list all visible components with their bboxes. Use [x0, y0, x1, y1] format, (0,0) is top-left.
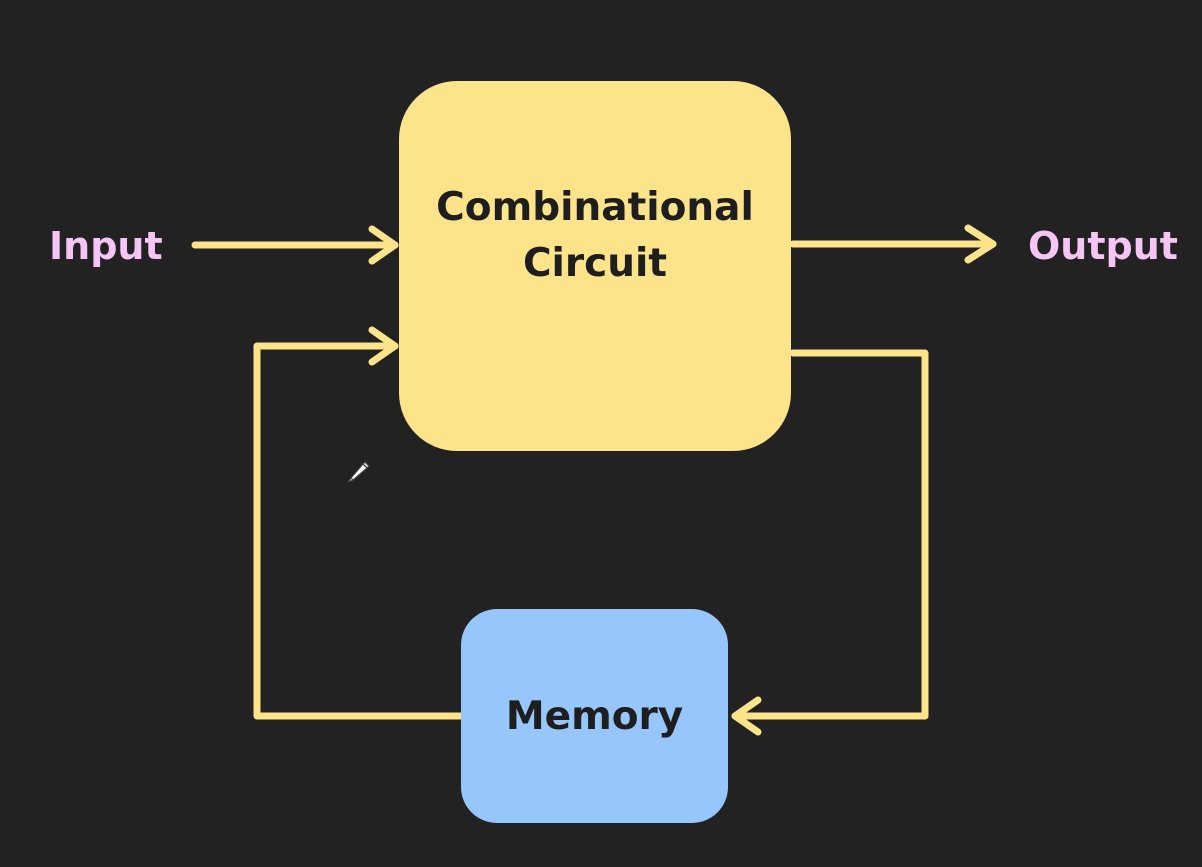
- feedback-to-circuit-arrow-head: [368, 326, 399, 366]
- combinational-circuit-label-line2: Circuit: [522, 241, 668, 286]
- combinational-circuit-label-line1: Combinational: [436, 185, 754, 230]
- output-arrow-head: [964, 224, 997, 264]
- feedback-to-circuit-wire: [253, 342, 465, 720]
- feedback-to-memory-wire: [731, 349, 929, 720]
- memory-box: Memory: [461, 609, 728, 823]
- input-label: Input: [49, 224, 163, 268]
- memory-label: Memory: [505, 693, 684, 739]
- feedback-to-memory-arrow-head: [731, 696, 762, 736]
- pencil-icon: [347, 461, 370, 483]
- combinational-circuit-box: Combinational Circuit: [399, 81, 791, 451]
- input-arrow-head: [368, 225, 399, 265]
- output-label: Output: [1028, 224, 1178, 268]
